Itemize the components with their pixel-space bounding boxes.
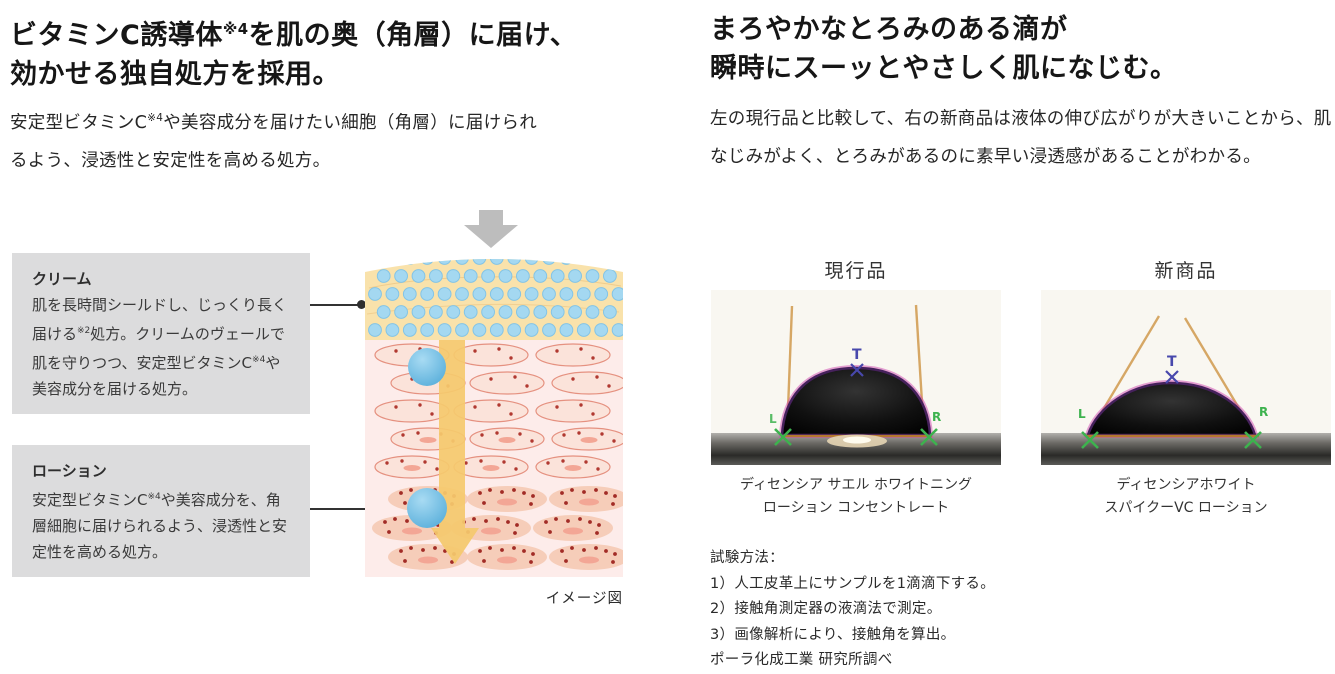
footnote-ref: ※4 <box>147 112 164 124</box>
right-intro: 左の現行品と比較して、右の新商品は液体の伸び広がりが大きいことから、肌なじみがよ… <box>710 109 1332 167</box>
contact-point-markers <box>1081 431 1262 449</box>
current-product-caption: ディセンシア サエル ホワイトニング ローション コンセントレート <box>740 477 972 516</box>
contact-point-markers <box>774 428 938 446</box>
method-title: 試験方法： <box>710 550 784 566</box>
method-step: 3）画像解析により、接触角を算出。 <box>710 626 956 643</box>
method-source: ポーラ化成工業 研究所調べ <box>710 652 893 668</box>
cream-box-text: 肌を長時間シールドし、じっくり長く届ける※2処方。クリームのヴェールで肌を守りつ… <box>32 296 288 398</box>
lotion-info-box: ローション 安定型ビタミンC※4や美容成分を、角層細胞に届けられるよう、浸透性と… <box>12 445 310 577</box>
droplet-reflection-core <box>843 436 871 444</box>
left-heading: ビタミンC誘導体※4を肌の奥（角層）に届け、 効かせる独自処方を採用。 <box>10 10 577 94</box>
cream-box-title: クリーム <box>32 270 92 288</box>
left-heading-line2: 効かせる独自処方を採用。 <box>10 59 340 90</box>
vitamin-c-particle <box>407 488 447 528</box>
left-heading-line1: ビタミンC誘導体※4を肌の奥（角層）に届け、 <box>10 20 578 51</box>
footnote-ref: ※2 <box>77 326 91 336</box>
new-product-label: 新商品 <box>1154 260 1218 282</box>
method-step: 2）接触角測定器の液滴法で測定。 <box>710 601 942 617</box>
marker-label-top: T <box>1167 354 1177 370</box>
cream-connector-dot <box>357 300 366 309</box>
press-down-arrow-icon <box>464 210 518 248</box>
corneocyte-cells <box>372 343 623 570</box>
marker-label-left: L <box>769 412 777 426</box>
footnote-ref: ※4 <box>222 20 249 38</box>
skin-diagram-illustration <box>365 210 623 577</box>
footnote-ref: ※4 <box>252 355 266 365</box>
top-point-marker <box>850 363 864 377</box>
test-method-notes: 試験方法： 1）人工皮革上にサンプルを1滴滴下する。 2）接触角測定器の液滴法で… <box>710 546 995 674</box>
marker-label-left: L <box>1078 407 1086 421</box>
new-product-caption: ディセンシアホワイト スパイクーVC ローション <box>1104 477 1268 516</box>
method-step: 1）人工皮革上にサンプルを1滴滴下する。 <box>710 575 996 592</box>
marker-label-top: T <box>852 347 862 363</box>
lotion-box-title: ローション <box>32 462 107 480</box>
contact-angle-photo-current: T L R <box>711 290 1001 465</box>
cream-info-box: クリーム 肌を長時間シールドし、じっくり長く届ける※2処方。クリームのヴェールで… <box>12 253 310 414</box>
contact-angle-photo-new: T L R <box>1041 290 1331 465</box>
vitamin-c-particle <box>408 348 446 386</box>
left-intro: 安定型ビタミンC※4や美容成分を届けたい細胞（角層）に届けられるよう、浸透性と安… <box>10 112 538 171</box>
right-heading: まろやかなとろみのある滴が 瞬時にスーッとやさしく肌になじむ。 <box>710 10 1178 88</box>
right-heading-line1: まろやかなとろみのある滴が <box>710 14 1068 45</box>
current-product-label: 現行品 <box>824 260 888 282</box>
cream-ingredient-dots <box>368 259 623 337</box>
marker-label-right: R <box>1259 405 1268 419</box>
right-heading-line2: 瞬時にスーッとやさしく肌になじむ。 <box>710 53 1178 84</box>
droplet <box>1086 381 1257 437</box>
lotion-box-text: 安定型ビタミンC※4や美容成分を、角層細胞に届けられるよう、浸透性と安定性を高め… <box>32 491 288 561</box>
cream-connector-line <box>310 304 361 306</box>
top-point-marker <box>1165 370 1179 384</box>
marker-label-right: R <box>932 410 941 424</box>
diagram-caption: イメージ図 <box>545 591 623 607</box>
footnote-ref: ※4 <box>147 492 161 502</box>
